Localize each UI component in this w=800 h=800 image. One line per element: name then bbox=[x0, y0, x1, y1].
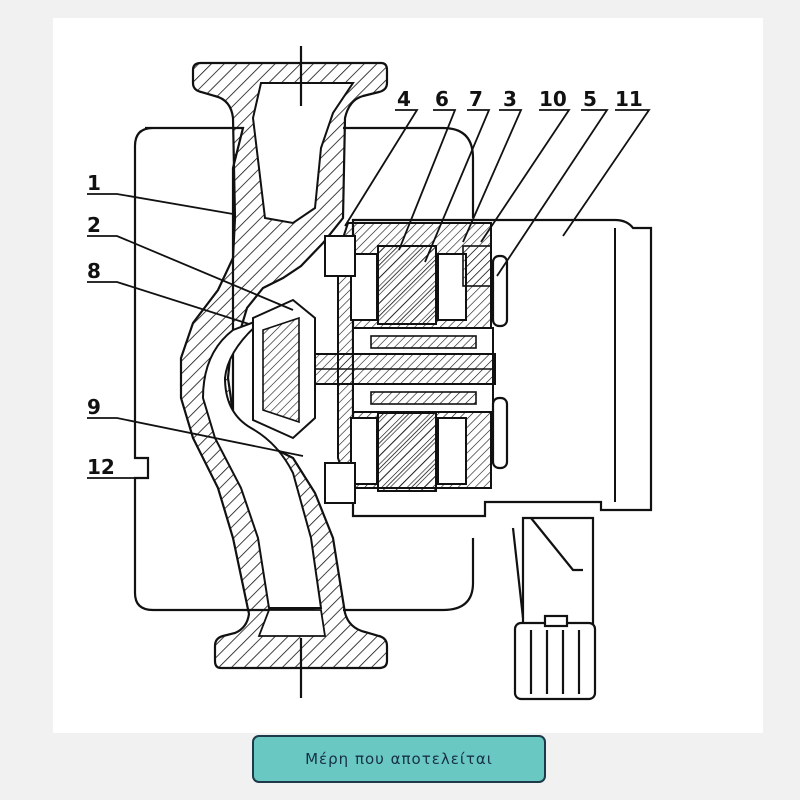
callout-10: 10 bbox=[539, 87, 567, 111]
callout-5: 5 bbox=[583, 87, 597, 111]
leader-lines bbox=[87, 109, 651, 479]
callout-labels: 1 2 8 9 12 4 6 7 3 10 5 11 bbox=[87, 87, 643, 479]
callout-11: 11 bbox=[615, 87, 643, 111]
pump-cross-section-svg: 1 2 8 9 12 4 6 7 3 10 5 11 bbox=[87, 46, 653, 701]
callout-7: 7 bbox=[469, 87, 483, 111]
pump-cross-section-drawing: 1 2 8 9 12 4 6 7 3 10 5 11 bbox=[53, 18, 763, 733]
callout-4: 4 bbox=[397, 87, 411, 111]
callout-1: 1 bbox=[87, 171, 101, 195]
callout-2: 2 bbox=[87, 213, 101, 237]
terminal-box bbox=[511, 516, 597, 701]
callout-8: 8 bbox=[87, 259, 101, 283]
callout-9: 9 bbox=[87, 395, 101, 419]
callout-6: 6 bbox=[435, 87, 449, 111]
pump-volute-casting bbox=[179, 61, 389, 670]
parts-caption-button[interactable]: Μέρη που αποτελείται bbox=[252, 735, 546, 783]
callout-3: 3 bbox=[503, 87, 517, 111]
callout-12: 12 bbox=[87, 455, 115, 479]
motor-casing bbox=[252, 218, 653, 518]
